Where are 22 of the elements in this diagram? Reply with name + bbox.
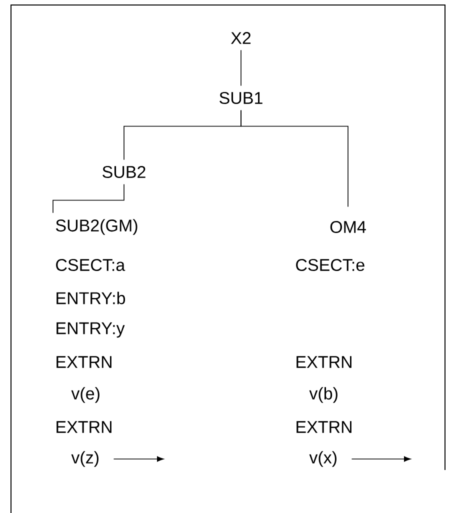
- label: EXTRN: [296, 356, 352, 368]
- label: v(b): [309, 387, 338, 403]
- connector: [113, 456, 164, 462]
- label: CSECT:e: [296, 258, 364, 272]
- connector: [351, 456, 411, 462]
- node-label: OM4: [330, 220, 366, 234]
- label: EXTRN: [56, 356, 112, 368]
- node-label: SUB1: [220, 92, 262, 104]
- connector: [240, 110, 348, 208]
- node-label: SUB2(GM): [56, 219, 138, 235]
- label: ENTRY:b: [56, 292, 126, 304]
- node-label: SUB2: [102, 166, 146, 178]
- label: v(e): [71, 387, 100, 403]
- node-label: X2: [230, 32, 251, 44]
- label: ENTRY:y: [56, 322, 125, 338]
- node-label: v(x): [309, 451, 336, 467]
- label: CSECT:a: [56, 258, 126, 272]
- connector: [52, 184, 124, 214]
- connector: [240, 50, 242, 86]
- node-label: v(z): [71, 451, 98, 467]
- label: EXTRN: [56, 421, 112, 433]
- label: EXTRN: [296, 421, 352, 433]
